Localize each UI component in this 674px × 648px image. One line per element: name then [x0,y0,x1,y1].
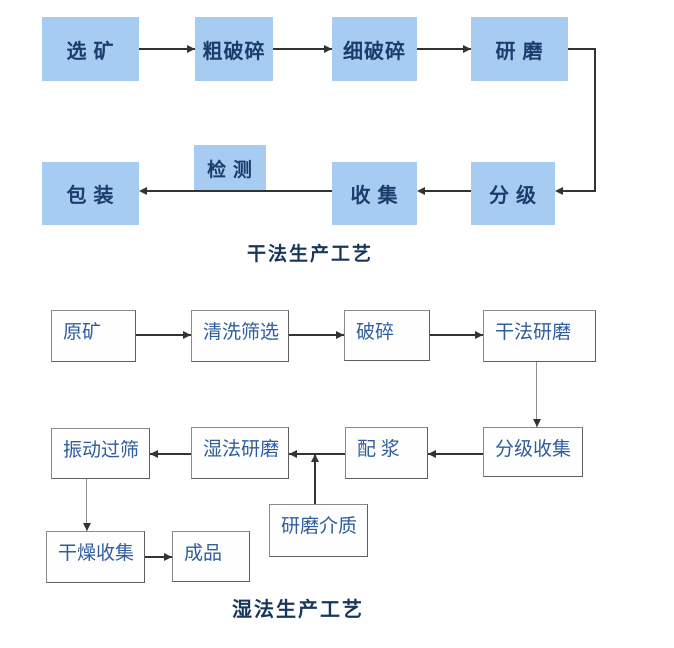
arrow-vibrating-sieve-to-drying [86,479,87,531]
arrow-washing-to-crushing [289,334,344,336]
arrowhead-left-icon [428,450,436,458]
arrow-fine-crushing-to-grinding [417,48,471,50]
wet-box-crushing: 破碎 [344,310,430,361]
wet-process-title: 湿法生产工艺 [232,599,364,621]
arrowhead-down-icon [83,523,91,531]
wet-box-grinding-media: 研磨介质 [269,504,368,557]
arrowhead-right-icon [336,331,344,339]
arrow-grinding-elbow-vertical [594,48,596,192]
arrowhead-right-icon [324,45,332,53]
wet-box-washing-screening: 清洗筛选 [191,310,289,362]
wet-box-raw-ore: 原矿 [51,310,136,362]
dry-box-fine-crushing: 细破碎 [332,17,417,81]
arrow-grinding-elbow-bottom [561,190,596,192]
arrowhead-right-icon [164,553,172,561]
wet-box-classify-collect: 分级收集 [483,427,583,477]
arrowhead-left-icon [555,187,563,195]
arrowhead-right-icon [183,331,191,339]
arrowhead-left-icon [150,450,158,458]
arrowhead-down-icon [533,419,541,427]
arrow-drying-to-finished-product [145,556,172,558]
arrowhead-left-icon [417,187,425,195]
arrowhead-right-icon [475,331,483,339]
arrow-grinding-media-join [314,454,316,504]
dry-process-title: 干法生产工艺 [246,244,373,265]
dry-box-ore-selection: 选 矿 [42,17,139,81]
wet-box-finished-product: 成品 [172,531,250,582]
arrow-collection-to-packaging [145,190,332,192]
arrow-classify-collect-to-slurry [428,453,483,455]
arrow-grinding-elbow-top [568,48,596,50]
arrow-crushing-to-dry-grinding [430,334,483,336]
arrowhead-left-icon [139,187,147,195]
wet-box-wet-grinding: 湿法研磨 [191,427,289,479]
wet-box-dry-grinding: 干法研磨 [483,310,596,362]
dry-box-grinding: 研 磨 [471,17,568,81]
arrow-ore-selection-to-coarse-crushing [139,48,195,50]
dry-box-coarse-crushing: 粗破碎 [195,17,273,81]
arrow-coarse-to-fine-crushing [273,48,332,50]
dry-box-inspection: 检 测 [194,145,266,192]
arrow-classification-to-collection [423,190,471,192]
arrow-dry-grinding-to-classify-collect [536,362,537,427]
wet-box-drying-collect: 干燥收集 [46,531,145,583]
arrowhead-up-icon [311,454,319,462]
wet-box-slurry-mixing: 配 浆 [345,427,428,479]
dry-box-classification: 分 级 [471,162,555,225]
arrowhead-right-icon [463,45,471,53]
dry-box-collection: 收 集 [332,162,417,225]
wet-box-vibrating-sieve: 振动过筛 [51,428,150,479]
arrow-raw-ore-to-washing [136,334,191,336]
arrow-wet-grinding-to-vibrating-sieve [150,453,191,455]
arrowhead-right-icon [187,45,195,53]
dry-box-packaging: 包 装 [42,162,139,225]
arrowhead-left-icon [289,450,297,458]
